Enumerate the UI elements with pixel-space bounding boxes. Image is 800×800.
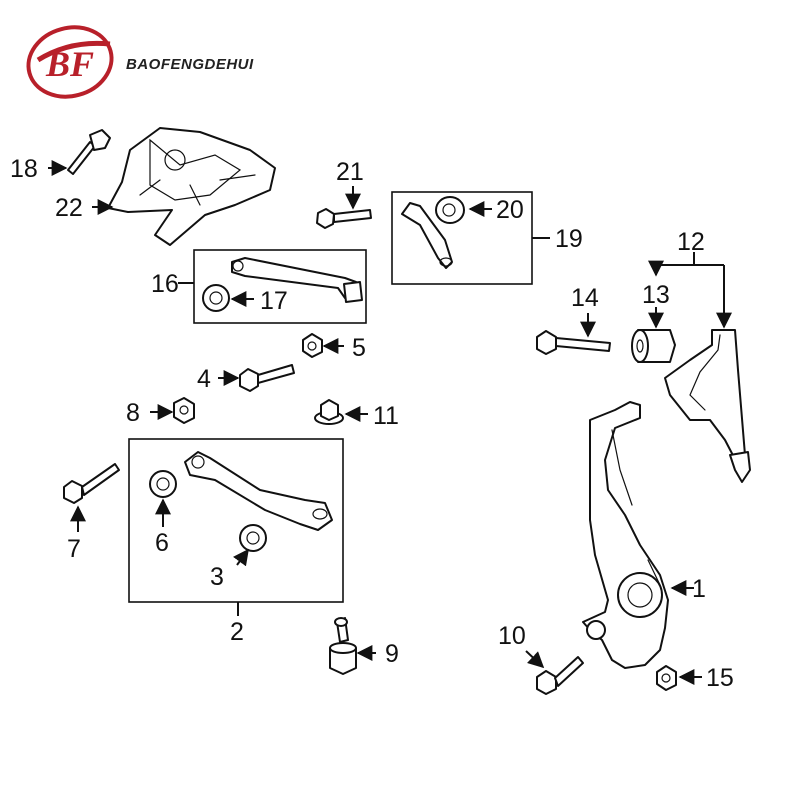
part-10-bolt [536,656,584,695]
callout-14: 14 [571,284,599,312]
callout-2: 2 [230,618,244,646]
logo-letters: BF [45,44,94,84]
callout-6: 6 [155,529,169,557]
part-4-bolt [239,364,295,392]
leader-lines [48,160,732,685]
part-1-steering-knuckle [582,401,669,669]
part-14-bolt [536,330,611,355]
kit-16-box [193,249,367,324]
callout-19: 19 [555,225,583,253]
part-8-nut [173,397,195,424]
callout-11: 11 [373,402,399,430]
callout-1: 1 [692,575,706,603]
part-22-subframe-bracket [107,127,276,246]
callout-20: 20 [496,196,524,224]
part-2-lower-control-arm [184,451,333,531]
kit-2-box [128,438,344,603]
callout-22: 22 [55,194,83,222]
callout-labels: 1 2 3 4 5 6 7 8 9 10 11 12 13 14 15 16 1… [10,155,734,692]
callout-7: 7 [67,535,81,563]
callout-9: 9 [385,640,399,668]
part-16-control-link [231,257,363,303]
part-3-bushing [239,524,267,552]
callout-15: 15 [706,664,734,692]
callout-18: 18 [10,155,38,183]
part-21-bolt [316,208,372,229]
callout-10: 10 [498,622,526,650]
part-5-nut [302,333,323,358]
part-19-upper-link [401,202,453,269]
part-6-bushing [149,470,177,498]
callout-12: 12 [677,228,705,256]
brand-name: BAOFENGDEHUI [126,56,254,73]
callout-8: 8 [126,399,140,427]
part-15-nut [656,665,677,691]
part-17-bushing [202,284,230,312]
part-13-bushing [631,329,676,363]
part-18-bolt [67,129,111,175]
callout-17: 17 [260,287,288,315]
callout-4: 4 [197,365,211,393]
part-9-ball-joint [329,617,357,675]
callout-21: 21 [336,158,364,186]
part-20-bushing [435,196,465,224]
callout-3: 3 [210,563,224,591]
part-11-flange-nut [314,399,344,425]
callout-5: 5 [352,334,366,362]
callout-16: 16 [151,270,179,298]
part-7-bolt [63,463,120,504]
callout-13: 13 [642,281,670,309]
part-12-control-arm [664,329,751,483]
brand-logo: BF [26,25,114,99]
